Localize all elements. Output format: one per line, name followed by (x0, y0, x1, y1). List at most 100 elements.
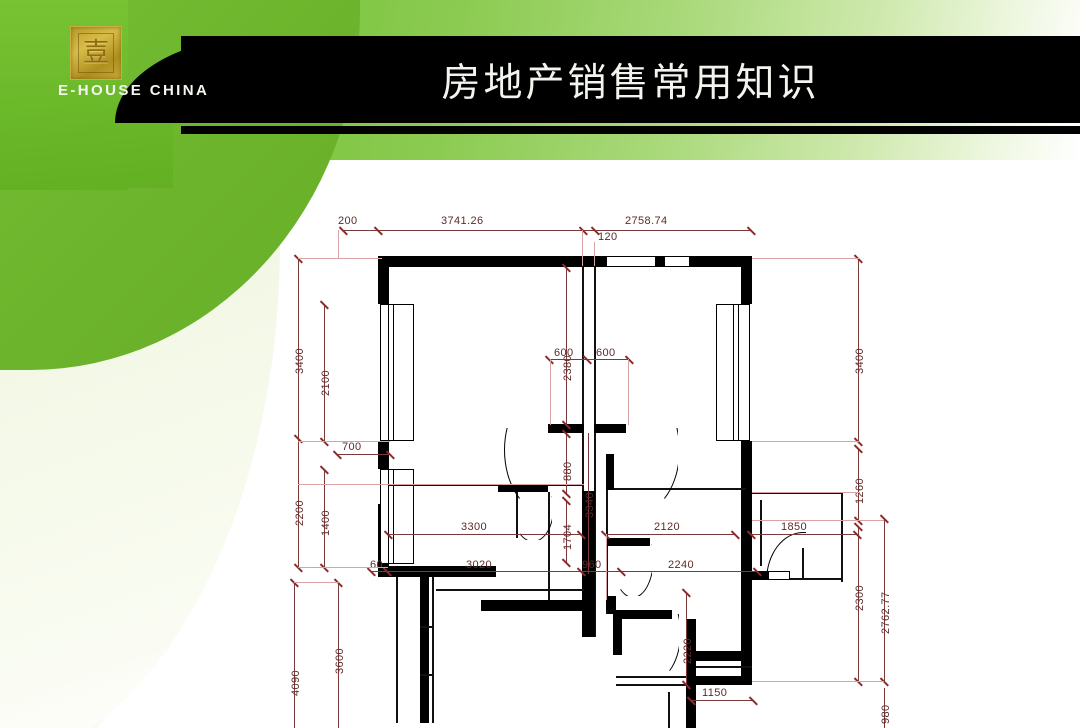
window-right-mullion (738, 304, 739, 441)
dim-label-left-700: 700 (342, 441, 362, 453)
dim-ext (752, 258, 860, 259)
wall-bottom-stub (686, 691, 696, 728)
dim-line-left-outer (298, 258, 299, 567)
dim-line-left-1400 (324, 469, 325, 567)
dim-ext (752, 520, 884, 521)
dim-line-880 (566, 433, 567, 493)
wall-stair-left (420, 577, 429, 723)
wall-left-mid (378, 441, 389, 469)
stair-line-a (396, 577, 398, 723)
dim-ext (628, 359, 629, 425)
dim-line-1260 (858, 448, 859, 520)
dim-ext (550, 359, 551, 425)
dim-label-60: 60 (370, 559, 384, 571)
util-room-right (841, 492, 843, 582)
dim-line-1150 (692, 700, 754, 701)
wall-lower-mid-vert (686, 619, 696, 724)
dim-line-1850 (752, 534, 858, 535)
dim-ext (294, 582, 340, 583)
dim-label-left-2100: 2100 (320, 369, 332, 396)
wall-right-mid (741, 441, 752, 571)
window-left-upper-mullion (388, 304, 389, 441)
dim-ext (752, 492, 860, 493)
dim-ext (594, 242, 595, 266)
wall-util-left (741, 571, 771, 580)
dim-label-1150: 1150 (702, 687, 728, 699)
door-leaf-bottom (668, 692, 670, 728)
dim-line-2762 (884, 518, 885, 681)
window-left-upper-mullion2 (393, 304, 394, 441)
wall-top-left (378, 256, 606, 267)
dim-label-1850: 1850 (781, 521, 808, 533)
door-swing-util-room (766, 532, 806, 580)
wall-bottom-far (686, 676, 752, 685)
window-top-center (606, 256, 656, 267)
dim-label-2220: 2220 (682, 637, 694, 664)
dim-label-left-1400: 1400 (320, 509, 332, 536)
lower-room-threshold2 (616, 684, 686, 686)
lower-right-sill (696, 666, 752, 668)
dim-ext (298, 441, 390, 442)
seal-icon: 壴 (70, 26, 122, 80)
wall-lower-right-vert (741, 571, 752, 681)
dim-line-2220 (686, 592, 687, 684)
dim-ext (606, 534, 607, 600)
brand-logo: 壴 E-HOUSE CHINA (58, 26, 207, 112)
dim-label-top-3741: 3741.26 (441, 215, 484, 227)
dim-label-top-2758: 2758.74 (625, 215, 668, 227)
window-right-mullion2 (733, 304, 734, 441)
dim-line-2380 (566, 267, 567, 424)
dim-line-600-pair (550, 359, 630, 360)
apartment-floor-plan: 200 3741.26 120 2758.74 3400 2200 2100 7… (276, 196, 916, 728)
window-left-lower-mullion2 (393, 469, 394, 564)
dim-label-2240: 2240 (668, 559, 695, 571)
window-left-upper (380, 304, 414, 441)
dim-ext (752, 681, 884, 682)
dim-line-1704 (566, 500, 567, 562)
dim-label-left-3600: 3600 (334, 647, 346, 674)
util-room-sill (790, 578, 842, 580)
title-bar (181, 36, 1080, 123)
dim-label-top-200: 200 (338, 215, 358, 227)
dim-label-880: 880 (562, 461, 574, 481)
dim-label-left-4090: 4090 (290, 669, 302, 696)
dim-label-980: 980 (880, 704, 892, 724)
door-swing-bottom-room (614, 692, 670, 728)
dim-label-1260: 1260 (854, 477, 866, 504)
wall-right-room-b (606, 538, 650, 546)
wall-top-right (656, 256, 664, 267)
stair-line-b (432, 577, 434, 723)
dim-label-left-2200: 2200 (294, 499, 306, 526)
dim-label-2120: 2120 (654, 521, 681, 533)
dim-ext (298, 484, 584, 485)
dim-label-3340: 3340 (584, 491, 596, 518)
seal-glyph: 壴 (82, 38, 109, 68)
dim-label-3020: 3020 (466, 559, 493, 571)
dim-label-3300: 3300 (461, 521, 488, 533)
dim-ext (338, 230, 339, 258)
util-room-inner (760, 500, 762, 566)
dim-ext (298, 567, 388, 568)
dim-line-right-3400 (858, 258, 859, 441)
partition-left-room-in2 (548, 492, 550, 608)
dim-label-right-3400: 3400 (854, 347, 866, 374)
door-swing-lower-room (621, 614, 679, 680)
right-room-bottom (606, 610, 608, 614)
dim-ext (582, 230, 583, 266)
wall-lower-door-jamb (613, 611, 622, 655)
dim-line-left-inner (324, 304, 325, 441)
page-title: 房地产销售常用知识 (441, 60, 820, 106)
dim-line-980 (884, 688, 885, 728)
dim-line-2120 (606, 534, 736, 535)
dim-label-left-3400: 3400 (294, 347, 306, 374)
wall-right-room-c (606, 596, 616, 614)
dim-line-3340 (588, 433, 589, 574)
dim-line-bottom-chain (372, 571, 758, 572)
window-left-lower-mullion (388, 469, 389, 564)
dim-label-1704: 1704 (562, 523, 574, 550)
dim-ext (752, 441, 860, 442)
wall-top-mid-right (690, 256, 738, 267)
dim-line-top (344, 230, 752, 231)
dim-label-top-120: 120 (598, 231, 618, 243)
wall-bottom-left-b (481, 600, 585, 611)
